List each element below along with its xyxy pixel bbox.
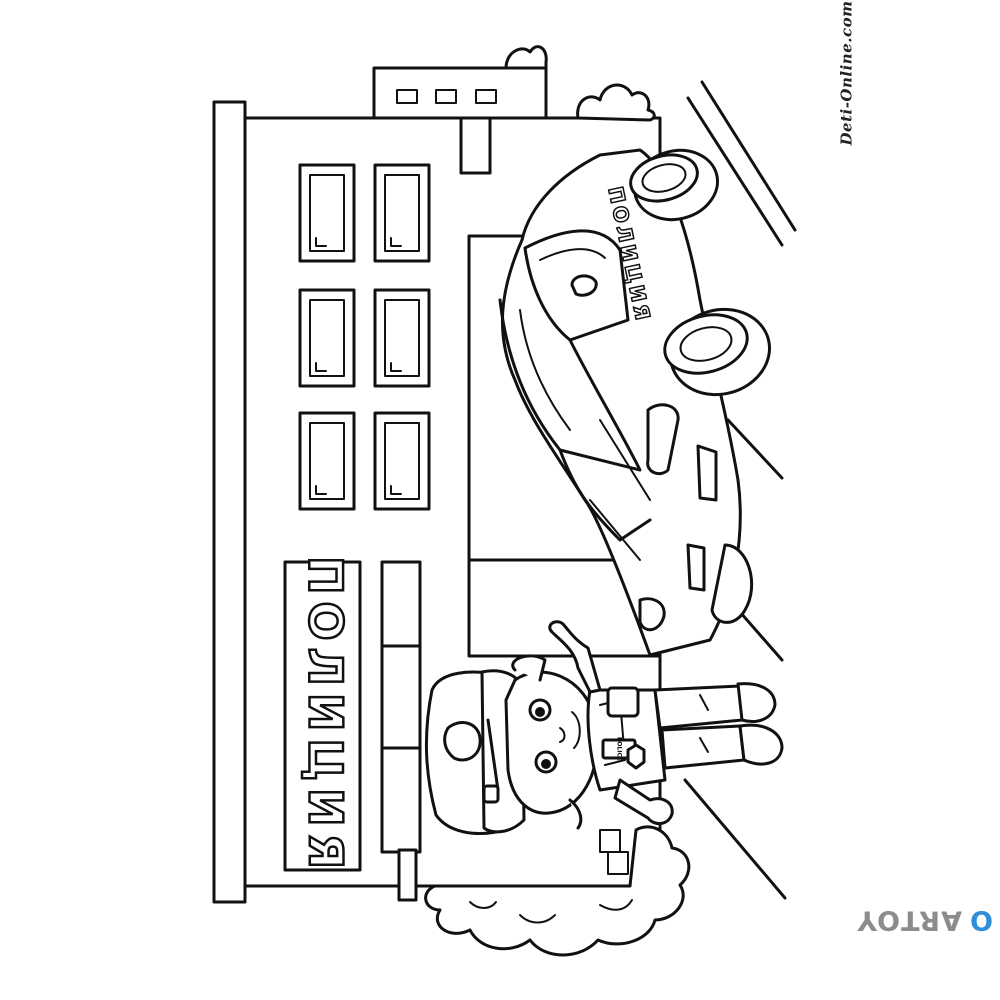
car-wheel (663, 307, 772, 397)
bush-bottom (424, 825, 691, 957)
window (298, 411, 356, 511)
artoyo-logo-circle: O (969, 904, 994, 936)
car-wheel (710, 543, 754, 624)
window (373, 163, 431, 263)
officer-body: POLICE (586, 686, 667, 792)
window (373, 288, 431, 388)
officer-face (504, 654, 599, 830)
police-officer: POLICE (424, 620, 784, 835)
window (298, 163, 356, 263)
bush-right-top (576, 83, 656, 122)
police-car: ПОЛИЦИЯ (498, 148, 772, 657)
police-sign: ПОЛИЦИЯ (283, 555, 362, 877)
officer-legs (653, 682, 784, 770)
bush-top (504, 45, 548, 70)
officer-chest-badge-text: POLICE (616, 737, 623, 761)
officer-lower-arm (613, 778, 674, 825)
window (373, 411, 431, 511)
credit-watermark-text: Deti-Online.com (837, 0, 855, 146)
window (298, 288, 356, 388)
road-lines (683, 80, 797, 900)
door-panels (380, 560, 422, 854)
car-wheel (629, 148, 720, 222)
police-sign-text: ПОЛИЦИЯ (299, 556, 353, 876)
credit-watermark: Deti-Online.com (826, 1, 866, 146)
officer-waving-arm (548, 620, 602, 694)
